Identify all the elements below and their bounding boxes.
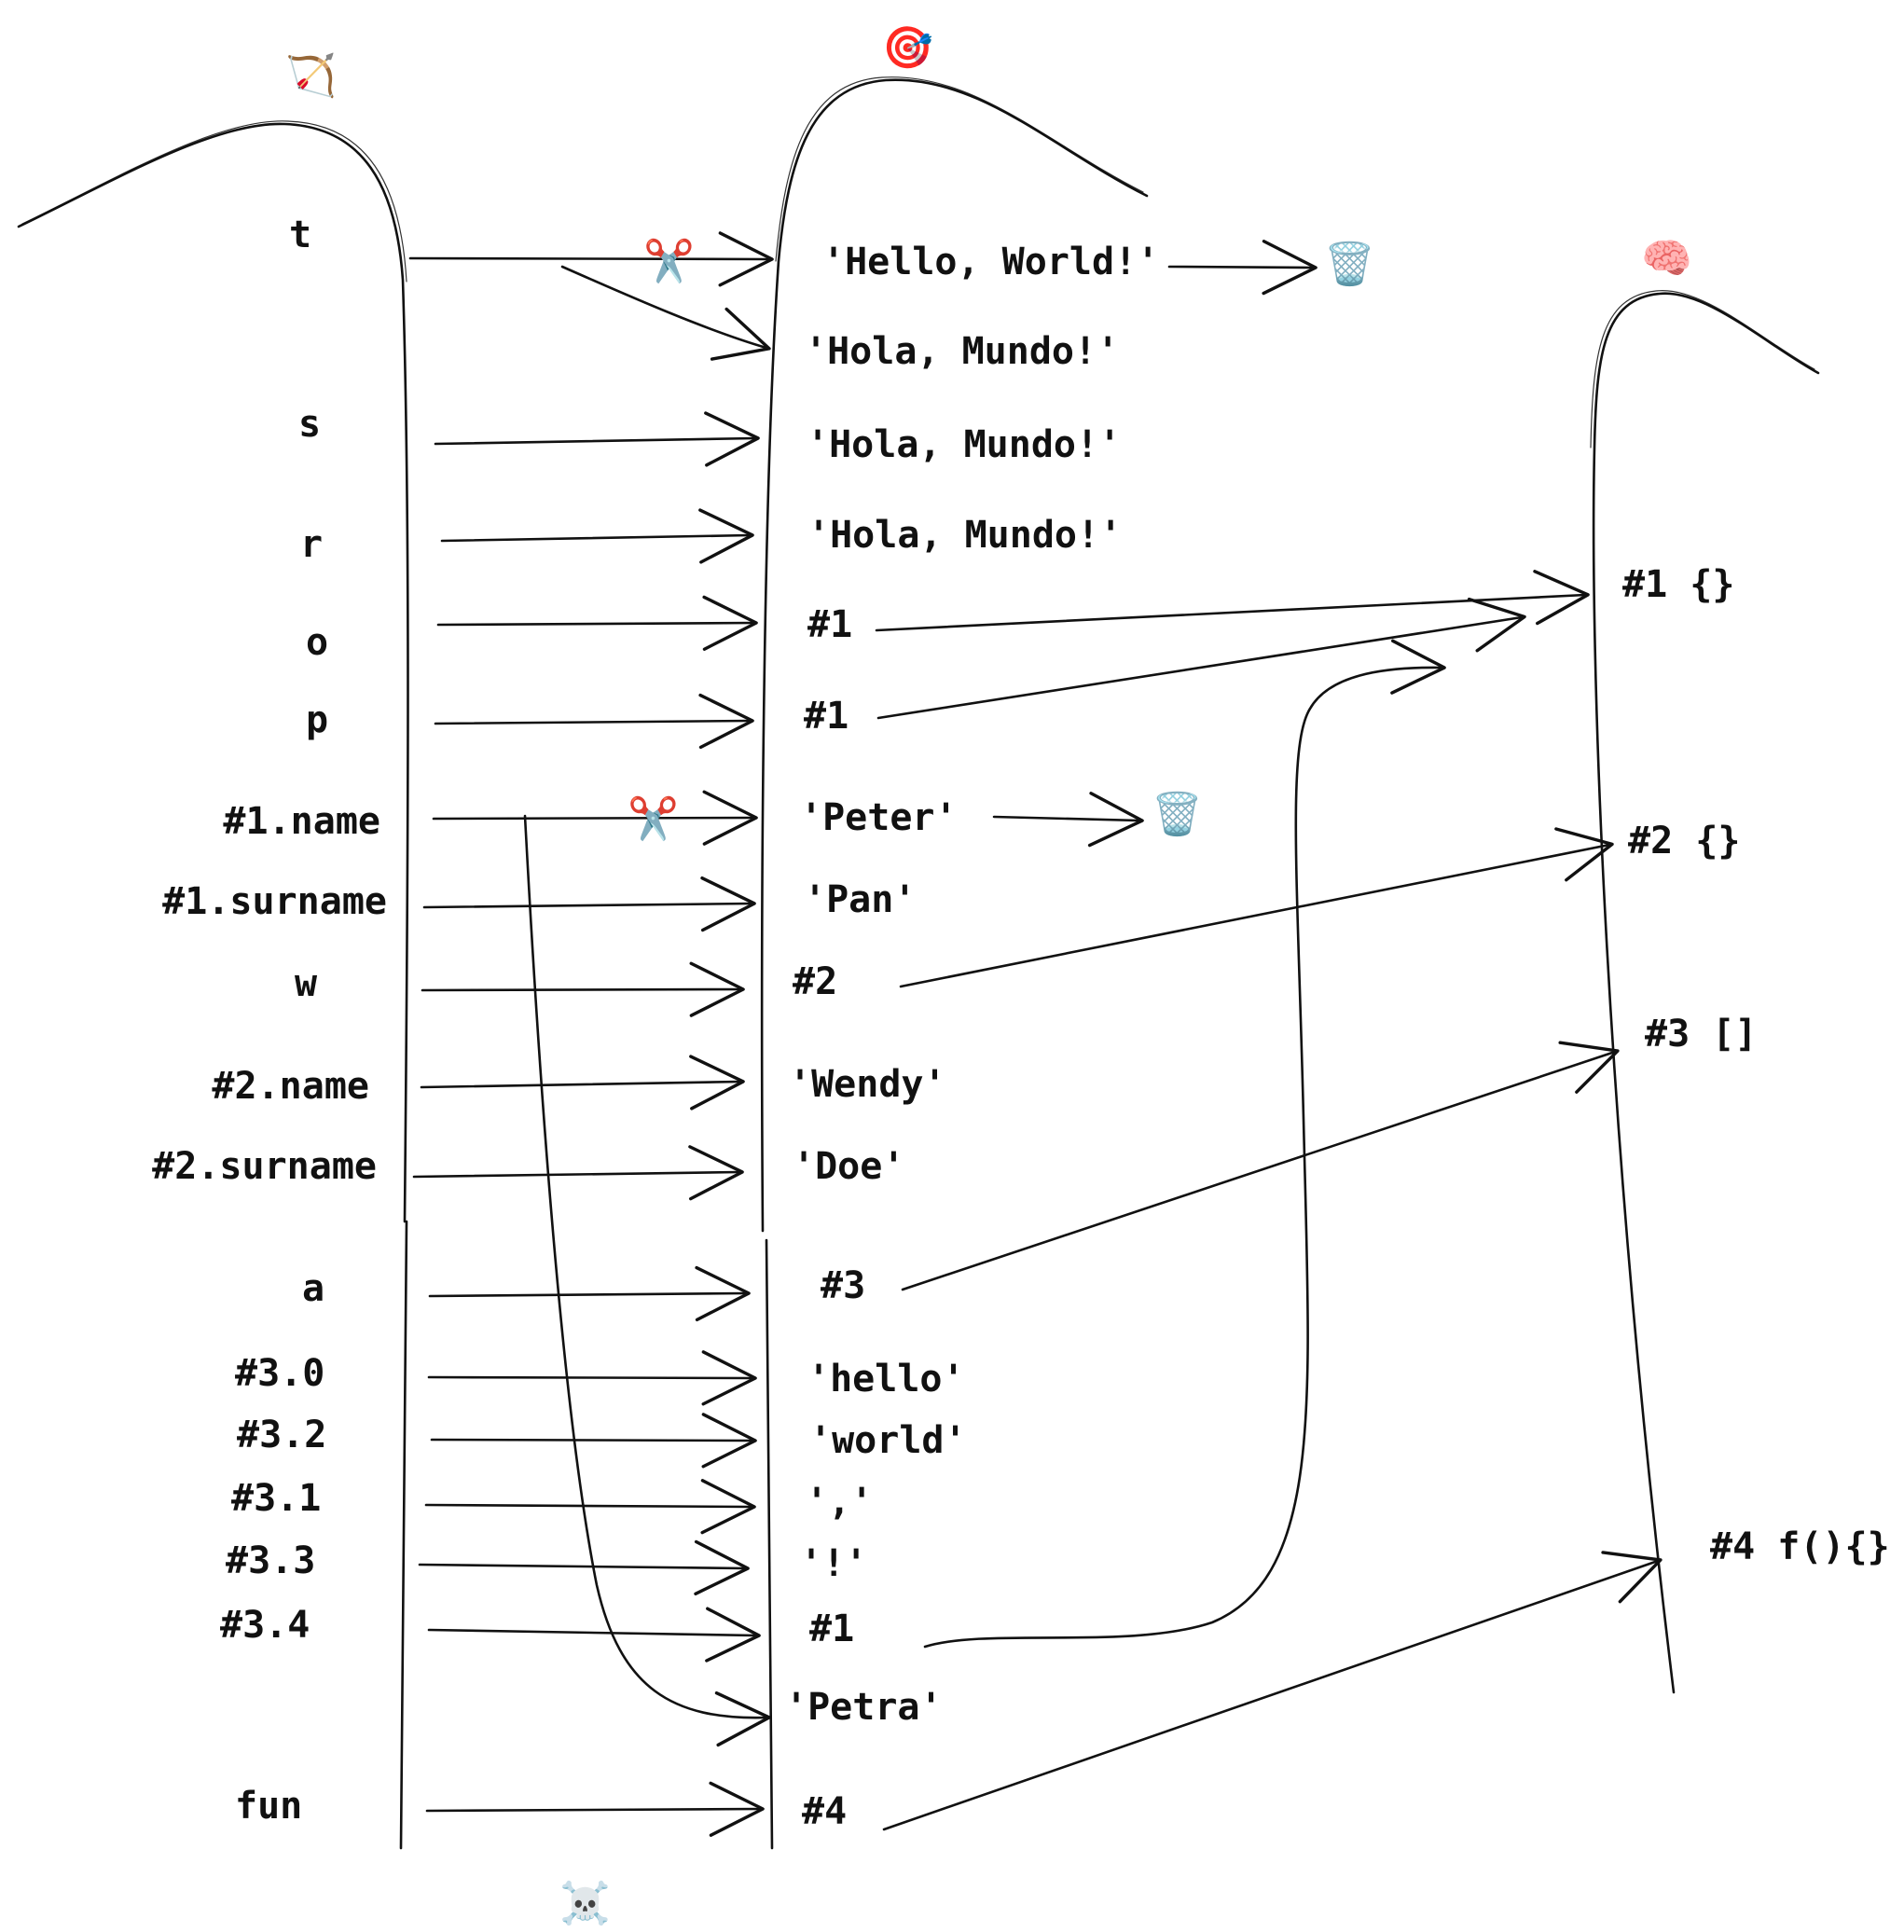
wastebasket-icon: 🗑️	[1152, 791, 1203, 838]
bow-and-arrow-icon: 🏹	[285, 52, 337, 100]
value-peter: 'Peter'	[800, 796, 958, 839]
value-hello-world: 'Hello, World!'	[822, 241, 1159, 283]
arrow-array-4-to-object-1	[923, 639, 1446, 1649]
object-1: #1 {}	[1622, 563, 1734, 606]
value-ref-a: #3	[821, 1264, 865, 1307]
object-4: #4 f(){}	[1710, 1525, 1890, 1568]
value-hola-mundo-3: 'Hola, Mundo!'	[807, 514, 1122, 557]
scissors-icon: ✂️	[628, 794, 679, 843]
array-index-3: #3.3	[226, 1539, 315, 1582]
arrow-w-to-object-2	[899, 827, 1614, 988]
arrow-w	[421, 961, 745, 1017]
target-icon: 🎯	[882, 24, 933, 72]
value-pan: 'Pan'	[804, 878, 916, 921]
value-doe: 'Doe'	[793, 1145, 904, 1188]
value-to-object-arrows	[875, 570, 1663, 1831]
arrow-3-3	[418, 1539, 750, 1595]
arrow-3-4	[427, 1607, 761, 1663]
arrow-1-surname	[422, 876, 756, 932]
arrow-1-name-reassigned	[523, 814, 771, 1747]
value-ref-w: #2	[793, 960, 837, 1003]
value-hello: 'hello'	[807, 1358, 965, 1401]
value-world: 'world'	[809, 1419, 967, 1462]
variable-r: r	[300, 523, 323, 566]
arrow-peter-discarded	[992, 792, 1144, 848]
property-2-name: #2.name	[212, 1065, 369, 1108]
property-2-surname: #2.surname	[152, 1145, 377, 1188]
value-ref-fun: #4	[802, 1790, 847, 1833]
arrow-3-0	[427, 1350, 757, 1406]
variable-w: w	[295, 962, 318, 1005]
variable-p: p	[306, 698, 328, 741]
arrow-p	[434, 693, 754, 750]
array-index-0: #3.0	[235, 1352, 324, 1395]
objects-column-outline	[1590, 290, 1820, 1694]
variable-o: o	[306, 621, 328, 664]
array-index-1: #3.1	[231, 1477, 321, 1520]
arrow-p-to-object-1	[876, 597, 1526, 720]
arrow-t-reassigned	[560, 265, 771, 361]
variable-t: t	[289, 214, 311, 256]
value-ref-array-4: #1	[809, 1608, 854, 1650]
variables-column-outline	[17, 120, 409, 1850]
arrow-r	[440, 508, 754, 564]
variable-s: s	[298, 403, 321, 446]
value-ref-o: #1	[807, 603, 852, 646]
skull-and-crossbones-icon: ☠️	[559, 1880, 611, 1927]
value-petra: 'Petra'	[785, 1686, 943, 1729]
property-1-name: #1.name	[223, 800, 380, 843]
arrow-3-1	[424, 1479, 756, 1535]
values-column-outline	[760, 76, 1149, 1850]
variable-fun: fun	[235, 1785, 302, 1828]
object-3: #3 []	[1645, 1013, 1757, 1056]
arrow-fun-to-object-4	[882, 1551, 1663, 1831]
property-1-surname: #1.surname	[162, 880, 387, 923]
value-hola-mundo-1: 'Hola, Mundo!'	[805, 330, 1119, 373]
arrow-o-to-object-1	[875, 570, 1590, 632]
arrow-t	[408, 231, 774, 287]
value-bang: '!'	[800, 1542, 867, 1585]
arrow-1-name	[432, 790, 758, 846]
scissors-icon: ✂️	[643, 236, 695, 285]
arrow-a	[428, 1265, 751, 1322]
arrow-o	[436, 595, 758, 651]
value-ref-p: #1	[804, 695, 849, 738]
value-wendy: 'Wendy'	[789, 1063, 946, 1106]
arrow-2-surname	[412, 1145, 744, 1201]
variable-to-value-arrows	[408, 231, 1318, 1837]
arrow-2-name	[420, 1055, 745, 1111]
arrow-3-2	[430, 1413, 757, 1469]
value-comma: ','	[806, 1481, 873, 1524]
variable-a: a	[302, 1267, 324, 1310]
array-index-4: #3.4	[220, 1604, 310, 1647]
array-index-2: #3.2	[237, 1414, 326, 1456]
arrow-a-to-object-3	[901, 1041, 1620, 1291]
wastebasket-icon: 🗑️	[1324, 241, 1375, 288]
arrow-fun	[425, 1781, 765, 1837]
brain-icon: 🧠	[1641, 235, 1692, 283]
arrow-hello-world-discarded	[1167, 240, 1318, 296]
value-hola-mundo-2: 'Hola, Mundo!'	[807, 423, 1121, 466]
object-2: #2 {}	[1628, 820, 1740, 862]
arrow-s	[434, 411, 760, 467]
